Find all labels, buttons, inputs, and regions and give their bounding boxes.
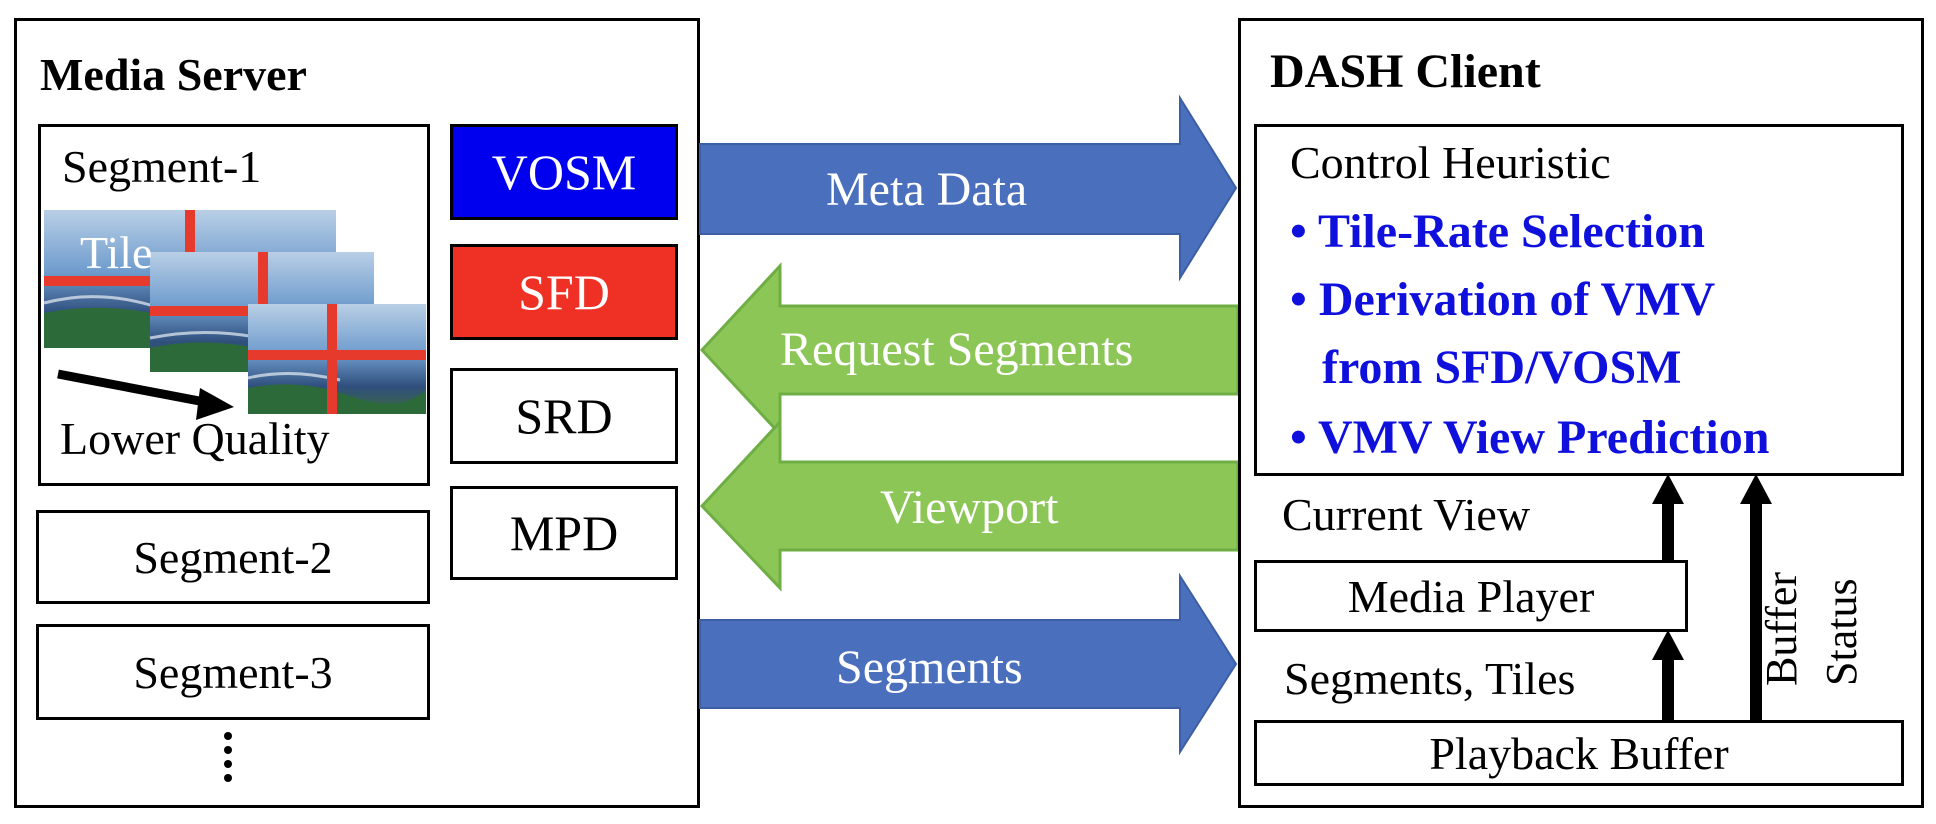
media-player-box: Media Player — [1254, 560, 1688, 632]
sfd-label: SFD — [518, 264, 610, 320]
buffer-status-label: Buffer Status — [1757, 571, 1866, 686]
media-player-label: Media Player — [1347, 570, 1595, 622]
request-segments-arrow — [699, 262, 1240, 438]
segment-2-box: Segment-2 — [36, 510, 430, 604]
lower-quality-arrow — [57, 369, 234, 420]
vosm-label: VOSM — [491, 144, 637, 200]
panorama-tile-3 — [247, 304, 426, 414]
meta-data-label: Meta Data — [826, 163, 1028, 216]
control-heuristic-title: Control Heuristic — [1290, 137, 1611, 188]
lower-quality-label: Lower Quality — [60, 413, 330, 464]
segments-arrow — [699, 572, 1238, 756]
srd-box: SRD — [450, 368, 678, 464]
segment-3-box: Segment-3 — [36, 624, 430, 720]
bullet-icon: • — [1290, 205, 1318, 258]
playback-buffer-box: Playback Buffer — [1254, 720, 1904, 786]
bullet-icon: • — [1290, 411, 1318, 464]
buffer-status-arrow-icon — [1740, 474, 1772, 720]
segments-label: Segments — [836, 641, 1023, 694]
request-segments-label: Request Segments — [780, 323, 1134, 376]
heuristic-item-tile-rate: • Tile-Rate Selection — [1290, 205, 1705, 258]
more-segments-ellipsis — [224, 732, 232, 782]
mpd-box: MPD — [450, 486, 678, 580]
playback-buffer-label: Playback Buffer — [1429, 727, 1729, 779]
viewport-arrow — [699, 418, 1240, 592]
srd-label: SRD — [515, 388, 613, 444]
sfd-box: SFD — [450, 244, 678, 340]
vosm-box: VOSM — [450, 124, 678, 220]
bullet-icon: • — [1290, 273, 1319, 326]
segment-2-label: Segment-2 — [133, 531, 333, 583]
heuristic-item-derivation: • Derivation of VMV — [1290, 273, 1716, 326]
control-heuristic-box — [1254, 124, 1904, 476]
heuristic-item-derivation-cont: from SFD/VOSM — [1322, 341, 1682, 394]
client-flow-arrows — [1652, 474, 1772, 720]
media-server-title: Media Server — [40, 49, 307, 100]
viewport-label: Viewport — [880, 481, 1059, 534]
mpd-label: MPD — [509, 505, 619, 561]
current-view-arrow-icon — [1652, 474, 1684, 560]
segments-tiles-arrow-icon — [1652, 630, 1684, 720]
tile-stack-illustration — [43, 210, 426, 420]
tile-label: Tile — [80, 227, 153, 278]
segment-1-label: Segment-1 — [62, 141, 262, 192]
heuristic-item-view-prediction: • VMV View Prediction — [1290, 411, 1770, 464]
segment-3-label: Segment-3 — [133, 646, 333, 698]
meta-data-arrow — [699, 94, 1238, 282]
segments-tiles-label: Segments, Tiles — [1284, 653, 1576, 704]
current-view-label: Current View — [1282, 489, 1531, 540]
dash-client-title: DASH Client — [1270, 45, 1541, 98]
